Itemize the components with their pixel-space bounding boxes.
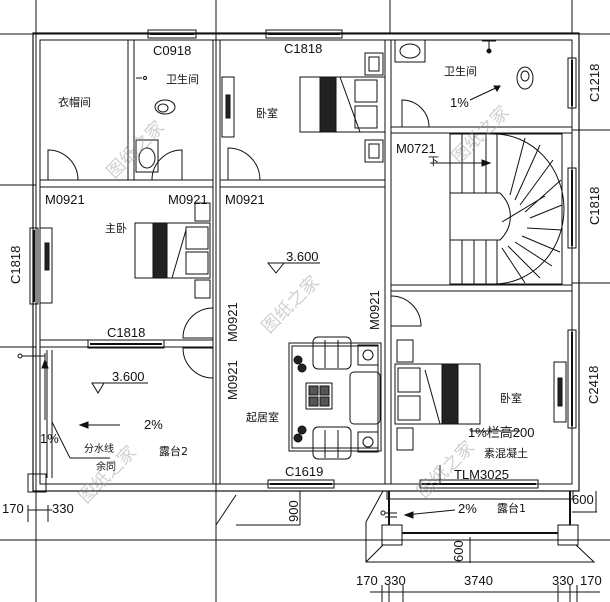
door-swing bbox=[151, 149, 183, 181]
door-swing bbox=[390, 295, 422, 327]
bath-right-slope: 1% bbox=[450, 95, 469, 110]
door-swing bbox=[182, 307, 214, 339]
window-c2418 bbox=[567, 329, 577, 429]
room-label-master-bedroom: 主卧 bbox=[105, 222, 127, 235]
terrace2-note-divide-line: 分水线 bbox=[84, 444, 114, 455]
terrace1-slope: 2% bbox=[458, 501, 477, 516]
window-c1818-mid bbox=[87, 339, 165, 349]
door-swing bbox=[227, 147, 261, 181]
door-swing bbox=[47, 149, 79, 181]
dim-ledge-900: 900 bbox=[286, 500, 301, 522]
door-label-m0921-bedroom: M0921 bbox=[225, 192, 265, 207]
room-label-bath-left: 卫生间 bbox=[166, 73, 199, 86]
window-c1619 bbox=[267, 479, 335, 489]
window-c1218 bbox=[567, 57, 577, 109]
dim-left-170: 170 bbox=[2, 501, 24, 516]
terrace2-slope: 2% bbox=[144, 417, 163, 432]
window-label-c1818-left: C1818 bbox=[8, 245, 23, 284]
room-label-closet: 衣帽间 bbox=[58, 96, 91, 109]
parapet-material-note: 素混凝土 bbox=[484, 447, 528, 460]
door-label-m0921-bath: M0921 bbox=[168, 192, 208, 207]
room-label-bath-right: 卫生间 bbox=[444, 65, 477, 78]
dim-right-600: 600 bbox=[572, 492, 594, 507]
window-c1818-left bbox=[29, 227, 39, 305]
sofa-set bbox=[288, 336, 382, 460]
window-label-c2418: C2418 bbox=[586, 365, 601, 404]
door-tlm3025 bbox=[419, 479, 539, 489]
window-c0918 bbox=[147, 29, 197, 39]
terrace2-note-same: 余同 bbox=[96, 462, 116, 473]
dim-ledge-600: 600 bbox=[451, 540, 466, 562]
bed-top bbox=[299, 52, 386, 163]
bed-right bbox=[394, 339, 481, 451]
window-c1818-right bbox=[567, 167, 577, 249]
door-label-m0921-master: M0921 bbox=[45, 192, 85, 207]
parapet-height-note: 1%栏高200 bbox=[468, 425, 535, 440]
room-label-bedroom-top: 卧室 bbox=[256, 107, 278, 120]
door-swing bbox=[401, 99, 430, 128]
window-label-c1218: C1218 bbox=[587, 63, 602, 102]
door-label-m0921-bedroom-right: M0921 bbox=[367, 290, 382, 330]
door-label-tlm3025: TLM3025 bbox=[454, 467, 509, 482]
bed-master bbox=[134, 202, 211, 299]
stair bbox=[430, 133, 565, 285]
dim-bottom-3740: 3740 bbox=[464, 573, 493, 588]
room-label-bedroom-right: 卧室 bbox=[500, 392, 522, 405]
door-label-m0921-terrace: M0921 bbox=[225, 360, 240, 400]
window-label-c1818-top: C1818 bbox=[284, 41, 323, 56]
terrace2-side-slope: 1% bbox=[40, 431, 59, 446]
door-swing bbox=[182, 347, 214, 379]
dim-bottom-330-left: 330 bbox=[384, 573, 406, 588]
dim-left-330: 330 bbox=[52, 501, 74, 516]
window-c1818-top bbox=[265, 29, 343, 39]
stair-direction-label: 下 bbox=[428, 155, 439, 168]
living-elevation: 3.600 bbox=[286, 249, 319, 264]
door-label-m0921-master-side: M0921 bbox=[225, 302, 240, 342]
dim-bottom-170-left: 170 bbox=[356, 573, 378, 588]
room-label-terrace-1: 露台1 bbox=[497, 502, 526, 515]
window-label-c1818-mid: C1818 bbox=[107, 325, 146, 340]
window-label-c1619: C1619 bbox=[285, 464, 324, 479]
window-label-c1818-right: C1818 bbox=[587, 186, 602, 225]
room-label-terrace-2: 露台2 bbox=[159, 445, 188, 458]
terrace2-elevation: 3.600 bbox=[112, 369, 145, 384]
window-label-c0918: C0918 bbox=[153, 43, 192, 58]
dim-bottom-170-right: 170 bbox=[580, 573, 602, 588]
room-label-living: 起居室 bbox=[246, 411, 279, 424]
dim-bottom-330-right: 330 bbox=[552, 573, 574, 588]
door-label-m0721: M0721 bbox=[396, 141, 436, 156]
